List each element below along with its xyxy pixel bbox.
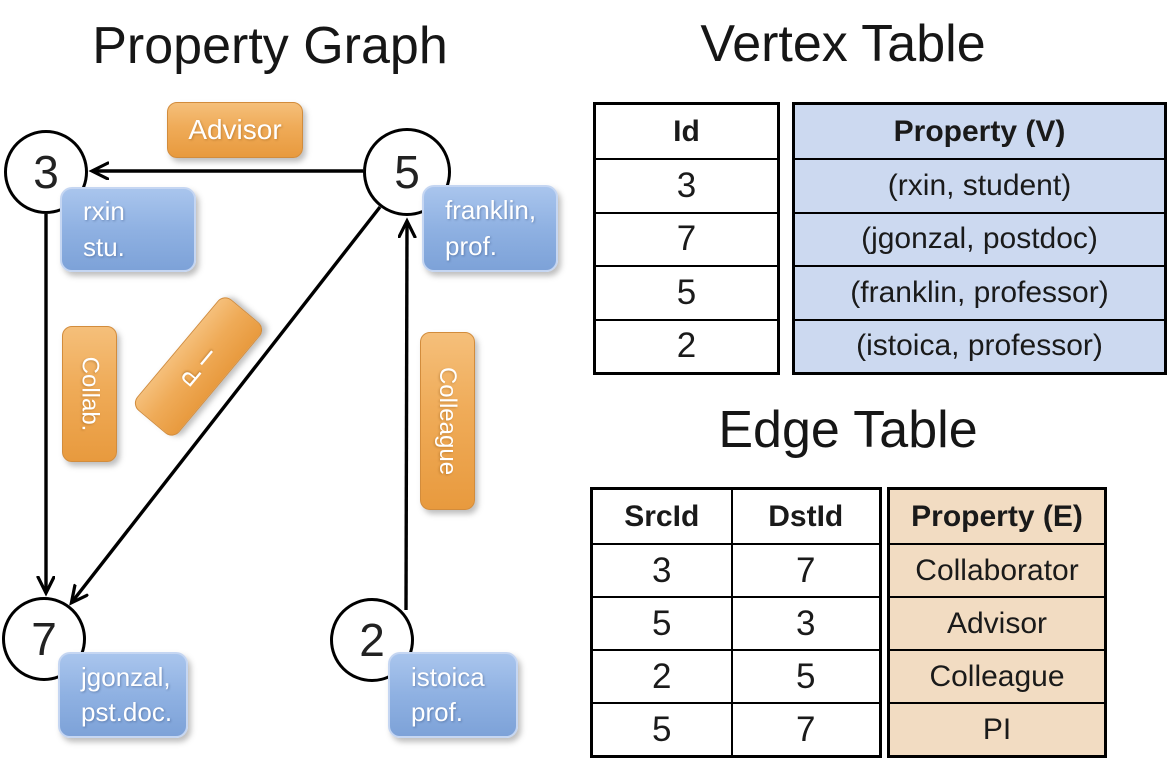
edge-label-text: Colleague: [434, 366, 462, 476]
graph-edges: [0, 0, 585, 611]
vertex-id-cell: 2: [596, 318, 777, 372]
edge-pi-arrow: [72, 205, 382, 602]
vertex-label-istoica: istoica prof.: [388, 652, 518, 738]
vertex-id: 7: [31, 613, 57, 665]
edge-src-cell: 2: [593, 649, 731, 702]
edge-src-cell: 5: [593, 596, 731, 649]
edge-property-column: Property (E) Collaborator Advisor Collea…: [887, 487, 1107, 758]
vertex-col-id-header: Id: [673, 114, 700, 148]
vertex-circle-2: 2: [330, 598, 414, 682]
vertex-col-property-header: Property (V): [795, 105, 1164, 159]
edge-dst-cell: 7: [730, 702, 879, 755]
vertex-label-jgonzal: jgonzal, pst.doc.: [58, 652, 188, 738]
edge-col-dst-header: DstId: [730, 490, 880, 543]
vertex-property-cell: (franklin, professor): [795, 265, 1164, 319]
vertex-id: 3: [33, 146, 59, 198]
vertex-id-cell: 3: [596, 158, 777, 211]
vertex-table-title: Vertex Table: [700, 15, 986, 73]
vertex-label-franklin: franklin, prof.: [422, 185, 558, 272]
vertex-label-line2: pst.doc.: [81, 697, 173, 727]
vertex-id-cell: 7: [596, 211, 777, 265]
vertex-label-line2: prof.: [411, 697, 464, 727]
edge-id-columns: SrcId DstId 3 7 5 3 2 5 5 7: [590, 487, 882, 758]
property-graph-title: Property Graph: [92, 17, 448, 75]
vertex-property-column: Property (V) (rxin, student) (jgonzal, p…: [792, 102, 1167, 375]
vertex-label-line1: franklin,: [445, 195, 537, 226]
vertex-id-cell: 5: [596, 265, 777, 318]
vertex-label-line1: jgonzal,: [81, 661, 171, 692]
vertex-property-cell: (istoica, professor): [795, 318, 1164, 372]
edge-col-src-header: SrcId: [624, 499, 700, 533]
vertex-property-cell: (rxin, student): [795, 158, 1164, 212]
edge-property-cell: Advisor: [890, 596, 1104, 649]
edge-property-cell: Colleague: [890, 649, 1104, 702]
vertex-label-line2: prof.: [445, 230, 498, 261]
edge-property-cell: Collaborator: [890, 543, 1104, 596]
vertex-circle-5: 5: [363, 128, 451, 216]
edge-label-collab: Collab.: [62, 326, 117, 462]
edge-dst-cell: 3: [730, 596, 879, 649]
vertex-id: 5: [394, 146, 420, 198]
vertex-label-rxin: rxin stu.: [60, 187, 196, 272]
edge-table-title: Edge Table: [718, 401, 978, 459]
edge-label-colleague: Colleague: [420, 332, 475, 510]
edge-label-text: PI: [175, 344, 218, 393]
edge-label-text: Advisor: [188, 114, 282, 145]
edge-label-advisor: Advisor: [167, 102, 303, 158]
vertex-label-line1: istoica: [411, 661, 485, 692]
edge-src-cell: 3: [593, 543, 731, 596]
edge-property-cell: PI: [890, 702, 1104, 755]
edge-dst-cell: 7: [730, 543, 879, 596]
vertex-id-column: Id 3 7 5 2: [593, 102, 780, 375]
edge-col-property-header: Property (E): [890, 490, 1104, 543]
vertex-label-line1: rxin: [83, 196, 125, 227]
vertex-label-line2: stu.: [83, 231, 125, 262]
vertex-id: 2: [359, 614, 385, 666]
edge-dst-cell: 5: [730, 649, 879, 702]
edge-src-cell: 5: [593, 702, 731, 755]
edge-label-text: Collab.: [76, 356, 104, 432]
edge-colleague-arrow: [406, 222, 407, 611]
vertex-property-cell: (jgonzal, postdoc): [795, 211, 1164, 266]
